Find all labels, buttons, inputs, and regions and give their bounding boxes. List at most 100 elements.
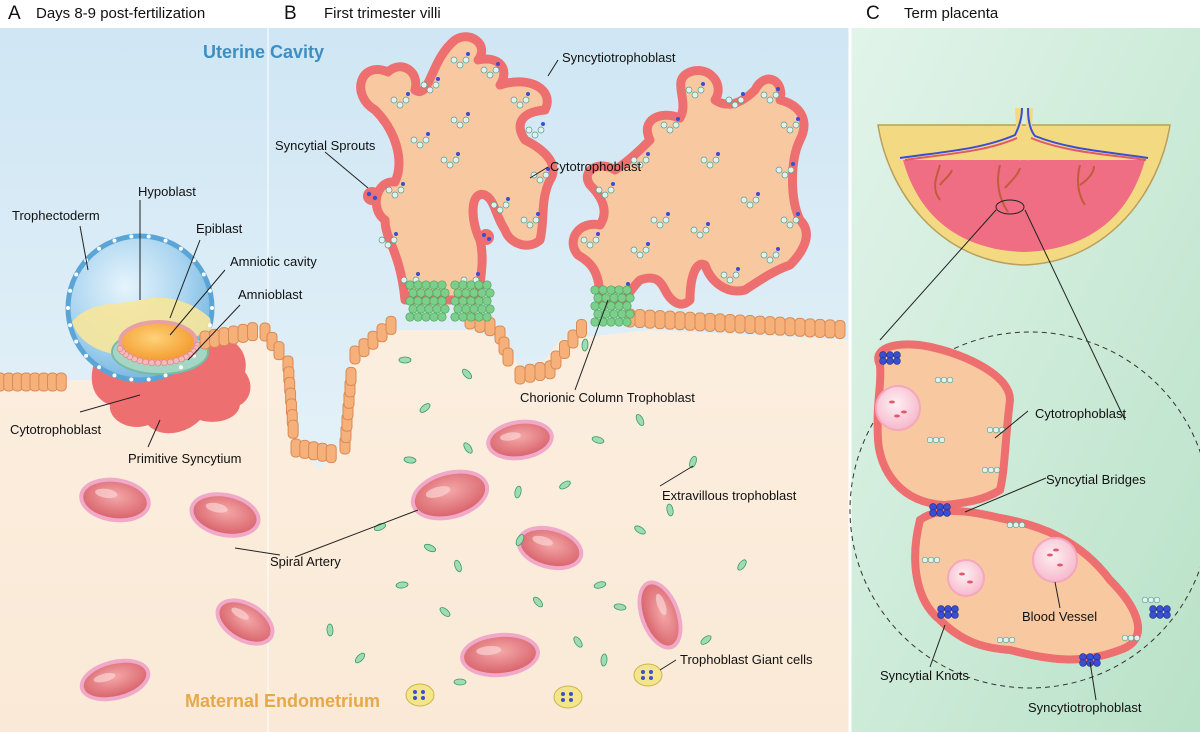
cytotrophoblast-cell — [642, 156, 650, 164]
trophectoderm-nucleus — [97, 365, 102, 370]
cytotrophoblast-cell — [706, 161, 714, 169]
column-cell — [593, 309, 603, 319]
panel-c-letter: C — [866, 3, 880, 24]
cytotrophoblast-cell — [772, 91, 780, 99]
syncytial-nucleus — [796, 212, 800, 216]
cytotrophoblast-cell — [660, 121, 668, 129]
extravillous-cell — [593, 581, 607, 589]
trophectoderm-nucleus — [66, 306, 70, 310]
epithelial-cell — [774, 316, 786, 336]
cytotrophoblast-cell — [452, 156, 460, 164]
amnioblast-cell — [154, 359, 162, 367]
syncytial-nucleus — [506, 197, 510, 201]
cytotrophoblast-cell — [486, 71, 494, 79]
spiral-artery — [516, 525, 584, 571]
syncytial-nucleus — [456, 152, 460, 156]
epithelial-cell — [576, 319, 587, 338]
cytotrophoblast-cell — [702, 226, 710, 234]
cytotrophoblast-cell — [607, 186, 615, 194]
cytotrophoblast-cell — [516, 101, 524, 109]
syncytiotrophoblast-b-label: Syncytiotrophoblast — [562, 50, 676, 65]
extravillous-cell — [326, 623, 334, 637]
column-cell — [450, 296, 460, 306]
epithelial-cell — [754, 315, 766, 335]
panel-c-title: Term placenta — [904, 5, 999, 22]
syncytial-nucleus — [596, 232, 600, 236]
epithelial-cell — [814, 318, 826, 338]
column-cell — [485, 288, 495, 298]
column-cell — [614, 317, 624, 327]
syncytial-nucleus — [776, 247, 780, 251]
villus-right — [568, 66, 811, 310]
cytotrophoblast-cell — [672, 121, 680, 129]
column-cell — [622, 317, 632, 327]
trophectoderm-nucleus — [68, 323, 73, 328]
cytotrophoblast-cell — [786, 221, 794, 229]
syncytial-nucleus — [394, 232, 398, 236]
cytotrophoblast-cell — [502, 201, 510, 209]
red-blood-cell — [1057, 563, 1063, 567]
extravillous-cell — [613, 603, 627, 611]
cytotrophoblast-cell — [732, 271, 740, 279]
column-cell — [408, 304, 418, 314]
column-cell — [413, 280, 423, 290]
extravillous-label: Extravillous trophoblast — [662, 488, 797, 503]
column-cell — [466, 296, 476, 306]
cytotrophoblast-cell — [391, 191, 399, 199]
syncytial-nucleus — [736, 267, 740, 271]
syncytial-knot-nucleus — [944, 611, 952, 619]
red-blood-cell — [1047, 553, 1053, 557]
syncytial-knot-nucleus — [937, 611, 945, 619]
column-cell — [617, 309, 627, 319]
spiral-artery — [486, 419, 554, 461]
cytotrophoblast-cell — [700, 156, 708, 164]
column-cell — [477, 304, 487, 314]
epithelial-cell — [634, 309, 646, 329]
column-cell — [606, 317, 616, 327]
cytotrophoblast-cell — [691, 91, 699, 99]
epithelial-cell — [784, 317, 796, 337]
extravillous-cell — [423, 543, 437, 553]
chorionic-columns — [405, 280, 635, 327]
term-villus-upper — [873, 340, 1015, 510]
column-cell — [625, 309, 635, 319]
extravillous-cell — [581, 338, 589, 352]
cytotrophoblast-cell — [532, 216, 540, 224]
maternal-endometrium-label: Maternal Endometrium — [185, 691, 380, 711]
column-cell — [416, 288, 426, 298]
cytotrophoblast-b-label: Cytotrophoblast — [550, 159, 641, 174]
epithelial-cell — [514, 365, 526, 385]
cytotrophoblast-cell — [396, 101, 404, 109]
extravillous-cell — [395, 581, 409, 589]
syncytial-nucleus — [791, 162, 795, 166]
column-cell — [477, 288, 487, 298]
epithelial-cell — [567, 329, 579, 349]
epithelial-cell — [287, 419, 299, 439]
extravillous-cell — [514, 485, 522, 499]
zoom-lines — [849, 209, 1200, 689]
red-blood-cell — [959, 572, 965, 576]
spiral-artery — [79, 477, 151, 523]
syncytial-knot-nucleus — [936, 509, 944, 517]
column-cell — [474, 296, 484, 306]
syncytial-nucleus — [466, 112, 470, 116]
column-cell — [622, 301, 632, 311]
term-villus-lower — [911, 507, 1142, 664]
syncytial-nucleus — [466, 52, 470, 56]
cytotrophoblast-cell — [731, 101, 739, 109]
extravillous-cell — [600, 653, 608, 667]
epithelial-cell — [794, 317, 806, 337]
epithelial-cell — [834, 319, 846, 339]
cytotrophoblast-cell — [752, 196, 760, 204]
amnioblast-cell — [142, 358, 149, 366]
trophectoderm-nucleus — [112, 373, 117, 378]
cytotrophoblast-cell — [422, 136, 430, 144]
syncytial-nucleus — [526, 92, 530, 96]
syncytial-knot-nucleus — [886, 357, 894, 365]
syncytial-nucleus — [476, 272, 480, 276]
extravillous-cell — [454, 559, 462, 573]
cytotrophoblast-cell — [780, 216, 788, 224]
column-cell — [413, 296, 423, 306]
extravillous-cell — [700, 635, 712, 645]
panel-b-letter: B — [284, 3, 297, 24]
